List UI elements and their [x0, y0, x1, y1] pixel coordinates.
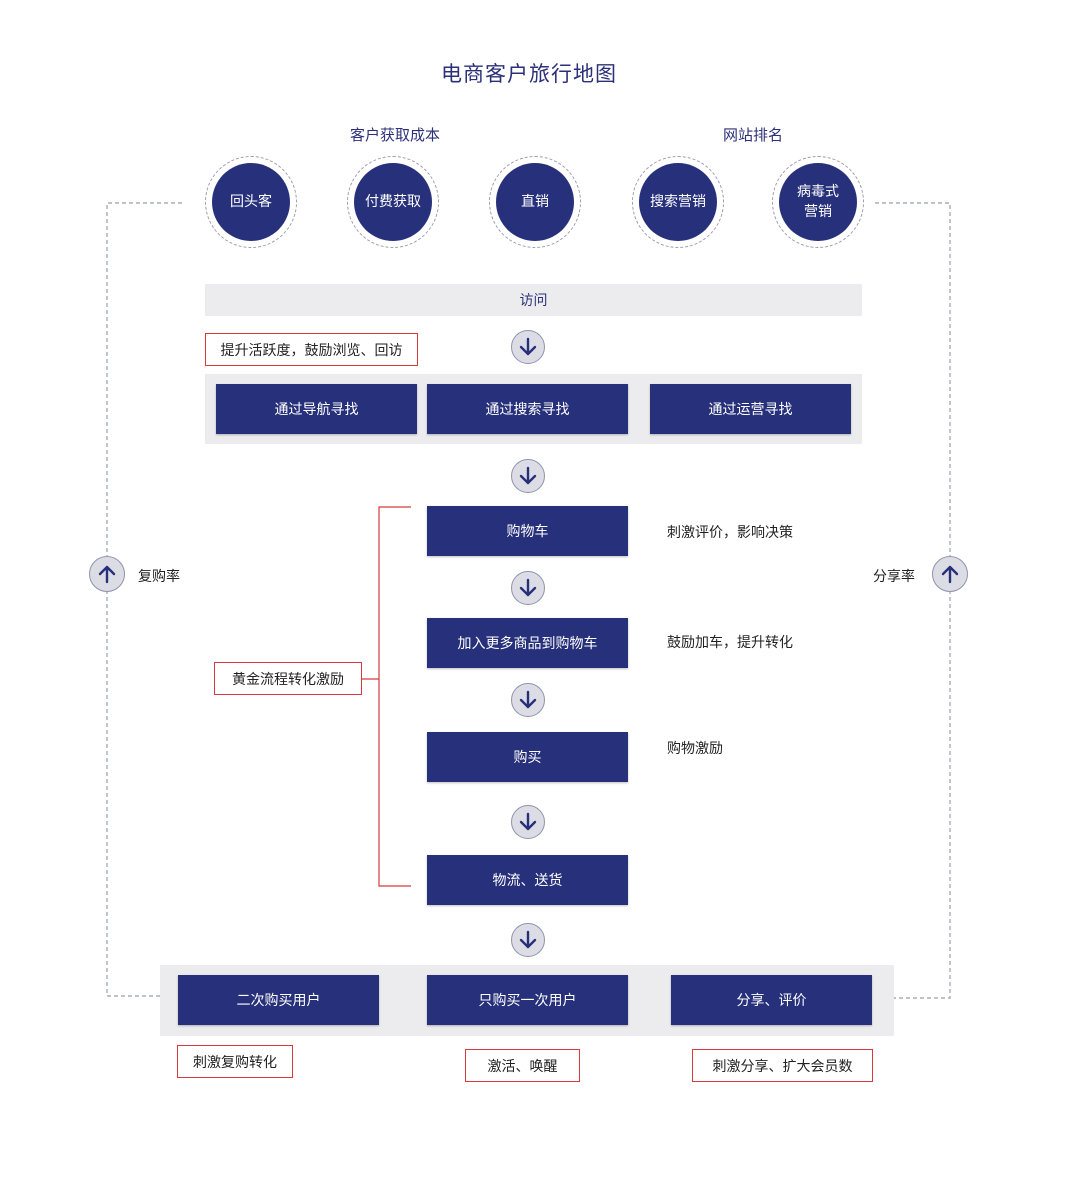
flow-step-purchase: 购买 — [427, 732, 628, 782]
channel-label: 直销 — [496, 163, 574, 241]
find-by-search: 通过搜索寻找 — [427, 384, 628, 434]
flow-note-add-more: 鼓励加车，提升转化 — [667, 635, 793, 651]
channel-returning: 回头客 — [205, 156, 297, 248]
user-group-repeat: 二次购买用户 — [178, 975, 379, 1025]
activity-note: 提升活跃度，鼓励浏览、回访 — [205, 333, 418, 366]
down-arrow-icon — [511, 330, 545, 364]
category-label-site-ranking: 网站排名 — [723, 126, 784, 144]
channel-direct: 直销 — [489, 156, 581, 248]
up-arrow-icon — [932, 556, 968, 592]
up-arrow-icon — [89, 556, 125, 592]
channel-viral-marketing: 病毒式 营销 — [772, 156, 864, 248]
down-arrow-icon — [511, 923, 545, 957]
flow-step-logistics: 物流、送货 — [427, 855, 628, 905]
find-by-operations: 通过运营寻找 — [650, 384, 851, 434]
right-loop-line — [872, 202, 951, 999]
flow-note-cart: 刺激评价，影响决策 — [667, 525, 793, 541]
channel-label: 回头客 — [212, 163, 290, 241]
action-share-expand: 刺激分享、扩大会员数 — [692, 1049, 873, 1082]
golden-flow-label: 黄金流程转化激励 — [214, 662, 362, 695]
visit-band: 访问 — [205, 284, 862, 316]
golden-flow-bracket — [378, 506, 411, 887]
action-repurchase: 刺激复购转化 — [177, 1045, 293, 1078]
channel-label: 搜索营销 — [639, 163, 717, 241]
user-group-share: 分享、评价 — [671, 975, 872, 1025]
left-loop-line — [106, 202, 182, 997]
down-arrow-icon — [511, 683, 545, 717]
channel-label: 付费获取 — [354, 163, 432, 241]
channel-search-marketing: 搜索营销 — [632, 156, 724, 248]
user-group-once: 只购买一次用户 — [427, 975, 628, 1025]
flow-step-add-more: 加入更多商品到购物车 — [427, 618, 628, 668]
flow-step-cart: 购物车 — [427, 506, 628, 556]
channel-label: 病毒式 营销 — [779, 163, 857, 241]
flow-note-purchase: 购物激励 — [667, 741, 723, 757]
category-label-acquisition-cost: 客户获取成本 — [350, 126, 441, 144]
down-arrow-icon — [511, 805, 545, 839]
share-rate-label: 分享率 — [873, 569, 915, 585]
down-arrow-icon — [511, 571, 545, 605]
channel-paid: 付费获取 — [347, 156, 439, 248]
action-reactivate: 激活、唤醒 — [465, 1049, 580, 1082]
down-arrow-icon — [511, 459, 545, 493]
repurchase-rate-label: 复购率 — [138, 569, 180, 585]
page-title: 电商客户旅行地图 — [441, 62, 617, 86]
find-by-navigation: 通过导航寻找 — [216, 384, 417, 434]
